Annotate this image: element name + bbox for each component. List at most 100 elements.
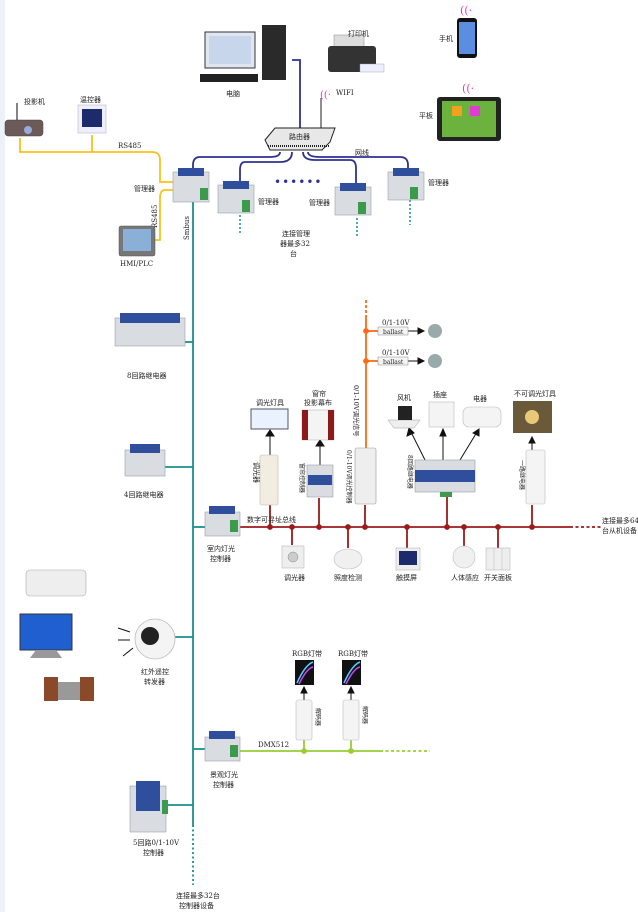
router-label: 路由器 (289, 132, 310, 141)
lan-label: 网线 (355, 148, 369, 157)
dmx-line (240, 740, 430, 754)
curtain-icon (301, 409, 335, 441)
relay-4ch-label: 4回路继电器 (124, 490, 163, 499)
socket-icon (428, 401, 455, 428)
arrows (117, 327, 536, 700)
ir-forwarder-label-1: 红外遥控 (141, 667, 169, 676)
single-relay-label: 一路继电器 (518, 460, 526, 490)
ir-forwarder-label-2: 转发器 (144, 677, 165, 686)
switch-panel-label: 开关面板 (484, 573, 512, 582)
rgb-strip-icon (295, 660, 314, 685)
bulb-icon (428, 354, 442, 368)
printer-icon (328, 34, 385, 73)
manager-icon (217, 181, 255, 214)
relay-4ch-icon (124, 444, 166, 477)
indoor-controller-label-1: 室内灯光 (207, 544, 235, 553)
fan-label: 风机 (397, 393, 411, 402)
air-conditioner-icon (25, 569, 87, 597)
manager-main-icon (172, 168, 210, 203)
pir-sensor-icon (452, 545, 476, 569)
ballast-signal-2: 0/1-10V (382, 349, 411, 357)
address-bus-limit-2: 台从机设备 (602, 526, 637, 535)
max-managers-line2: 器最多32 (280, 239, 310, 248)
switch-panel-icon (485, 547, 511, 571)
signal-label: 0/1-10V调光信号 (352, 385, 361, 437)
rgb-strip-label-2: RGB灯带 (338, 649, 368, 658)
non-dimmable-light-label: 不可调光灯具 (514, 389, 556, 398)
dimmer-module-icon (259, 454, 279, 506)
fan-icon (387, 406, 421, 429)
manager-label: 管理器 (258, 197, 279, 206)
landscape-controller-label-2: 控制器 (213, 780, 234, 789)
computer-label: 电脑 (226, 89, 240, 98)
manager-icon (334, 183, 372, 216)
rgb-strip-label-1: RGB灯带 (292, 649, 322, 658)
address-bus (240, 492, 602, 548)
landscape-controller-label-1: 景观灯光 (210, 770, 238, 779)
manager-main-label: 管理器 (134, 184, 155, 193)
dmx-label: DMX512 (258, 741, 289, 749)
bus-limit-label-1: 连接最多32台 (176, 891, 220, 900)
appliance-label: 电器 (473, 394, 487, 403)
relay-8ch-bus-icon (414, 459, 476, 497)
bulb-icon (428, 324, 442, 338)
hmi-plc-label: HMI/PLC (120, 260, 153, 268)
tablet-label: 平板 (419, 111, 433, 120)
pir-sensor-label: 人体感应 (451, 573, 479, 582)
decoder-label-2: 解码器 (361, 706, 369, 724)
phone-icon (457, 18, 477, 58)
dimmable-light-label: 调光灯具 (256, 398, 284, 407)
dimmer-knob-icon (281, 545, 305, 569)
touch-screen-icon (395, 547, 421, 571)
lux-sensor-label: 照度检测 (334, 573, 362, 582)
more-managers-dots: •••••• (274, 175, 322, 189)
ballast-label-2: ballast (383, 359, 404, 366)
dimmer-knob-label: 调光器 (284, 573, 305, 582)
curtain-label-2: 投影幕布 (304, 398, 332, 407)
relay-8ch-icon (114, 313, 186, 347)
touch-screen-label: 触摸屏 (396, 573, 417, 582)
wifi-label: WIFI (336, 89, 354, 97)
manager-label: 管理器 (428, 178, 449, 187)
max-managers-line3: 台 (290, 249, 297, 258)
rgb-strip-icon (342, 660, 361, 685)
decoder-icon (295, 699, 313, 741)
address-bus-label: 数字可寻址总线 (247, 515, 296, 524)
manager-label: 管理器 (309, 198, 330, 207)
dimmable-light-icon (250, 408, 289, 430)
lux-sensor-icon (333, 548, 363, 570)
ballast-signal-1: 0/1-10V (382, 319, 411, 327)
indoor-controller-label-2: 控制器 (210, 554, 231, 563)
appliance-icon (462, 406, 502, 428)
ballast-label-1: ballast (383, 329, 404, 336)
ir-forwarder-icon (134, 618, 176, 660)
controller-5ch-label-1: 5回路0/1-10V (133, 838, 180, 847)
relay-8ch-label: 8回路继电器 (127, 371, 166, 380)
controller-5ch-icon (129, 781, 168, 833)
chandelier-icon (513, 401, 552, 433)
thermostat-label: 温控器 (80, 95, 101, 104)
wifi-signal-tablet-icon: ((· (462, 82, 474, 95)
hmi-plc-icon (118, 225, 156, 257)
rs485-label-horizontal: RS485 (118, 142, 141, 150)
curtain-label-1: 窗帘 (312, 389, 326, 398)
tablet-icon (437, 97, 501, 141)
lan-lines (192, 59, 409, 185)
curtain-controller-label: 窗帘控制器 (298, 463, 306, 493)
ballast-box (377, 326, 409, 336)
address-bus-limit-1: 连接最多64 (602, 516, 638, 525)
projector-icon (4, 103, 44, 137)
signal-line (363, 300, 378, 448)
rs485-label-vertical: RS485 (151, 205, 159, 228)
controller-5ch-label-2: 控制器 (143, 848, 164, 857)
dashed-manager-drops (239, 200, 411, 237)
landscape-controller-icon (204, 731, 241, 762)
thermostat-icon (77, 104, 107, 134)
indoor-light-controller-icon (204, 506, 241, 537)
max-managers-line1: 连接管理 (282, 229, 310, 238)
decoder-icon (342, 699, 360, 741)
manager-icon (387, 168, 425, 201)
computer-icon (200, 25, 286, 82)
socket-label: 插座 (433, 390, 447, 399)
